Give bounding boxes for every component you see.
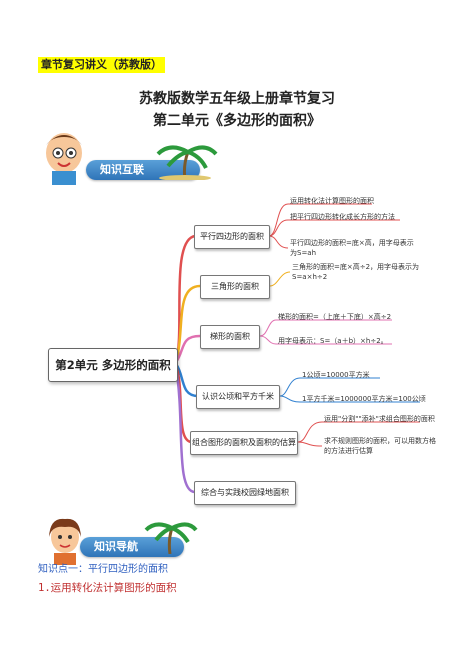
mindmap-node-triangle: 三角形的面积 — [200, 275, 270, 299]
cartoon-boy-icon — [46, 133, 82, 185]
mindmap-leaf: 梯形的面积=（上底＋下底）×高÷2 — [278, 313, 392, 321]
mindmap-leaf: 把平行四边形转化成长方形的方法 — [290, 213, 395, 221]
mindmap-leaf: 1平方千米=1000000平方米=100公顷 — [302, 395, 426, 403]
mindmap-leaf: 运用"分割""添补"求组合图形的面积 — [324, 415, 435, 423]
mindmap-leaf: 用字母表示：S=（a＋b）×h÷2。 — [278, 337, 388, 345]
section-banner-knowledge-guide: 知识导航 — [80, 537, 184, 557]
page-subtitle: 第二单元《多边形的面积》 — [153, 113, 321, 129]
mindmap-leaf: 平行四边形的面积=底×高，用字母表示为S=ah — [290, 239, 414, 257]
mindmap-leaf: 运用转化法计算图形的面积 — [290, 197, 374, 205]
mindmap-leaf: 1公顷=10000平方米 — [302, 371, 370, 379]
knowledge-point-heading: 知识点一：平行四边形的面积 — [38, 564, 168, 575]
palm-tree-icon — [144, 522, 198, 554]
knowledge-point-subheading: 1.运用转化法计算图形的面积 — [38, 582, 177, 594]
mindmap-leaf: 三角形的面积=底×高÷2，用字母表示为S=a×h÷2 — [292, 263, 420, 281]
mindmap-node-practice: 综合与实践校园绿地面积 — [194, 481, 296, 505]
mindmap-node-composite: 组合图形的面积及面积的估算 — [190, 431, 298, 455]
mindmap-node-trapezoid: 梯形的面积 — [200, 325, 260, 349]
palm-tree-icon — [156, 145, 218, 180]
page-title: 苏教版数学五年级上册章节复习 — [139, 91, 335, 107]
header-tag: 章节复习讲义（苏教版） — [38, 57, 165, 73]
mindmap-node-hectare: 认识公顷和平方千米 — [196, 385, 280, 409]
mindmap-node-parallelogram: 平行四边形的面积 — [194, 225, 270, 249]
mindmap-central-node: 第2单元 多边形的面积 — [48, 348, 178, 382]
cartoon-girl-icon — [49, 518, 81, 565]
mindmap-leaf: 求不规则图形的面积，可以用数方格的方法进行估算 — [324, 437, 436, 455]
